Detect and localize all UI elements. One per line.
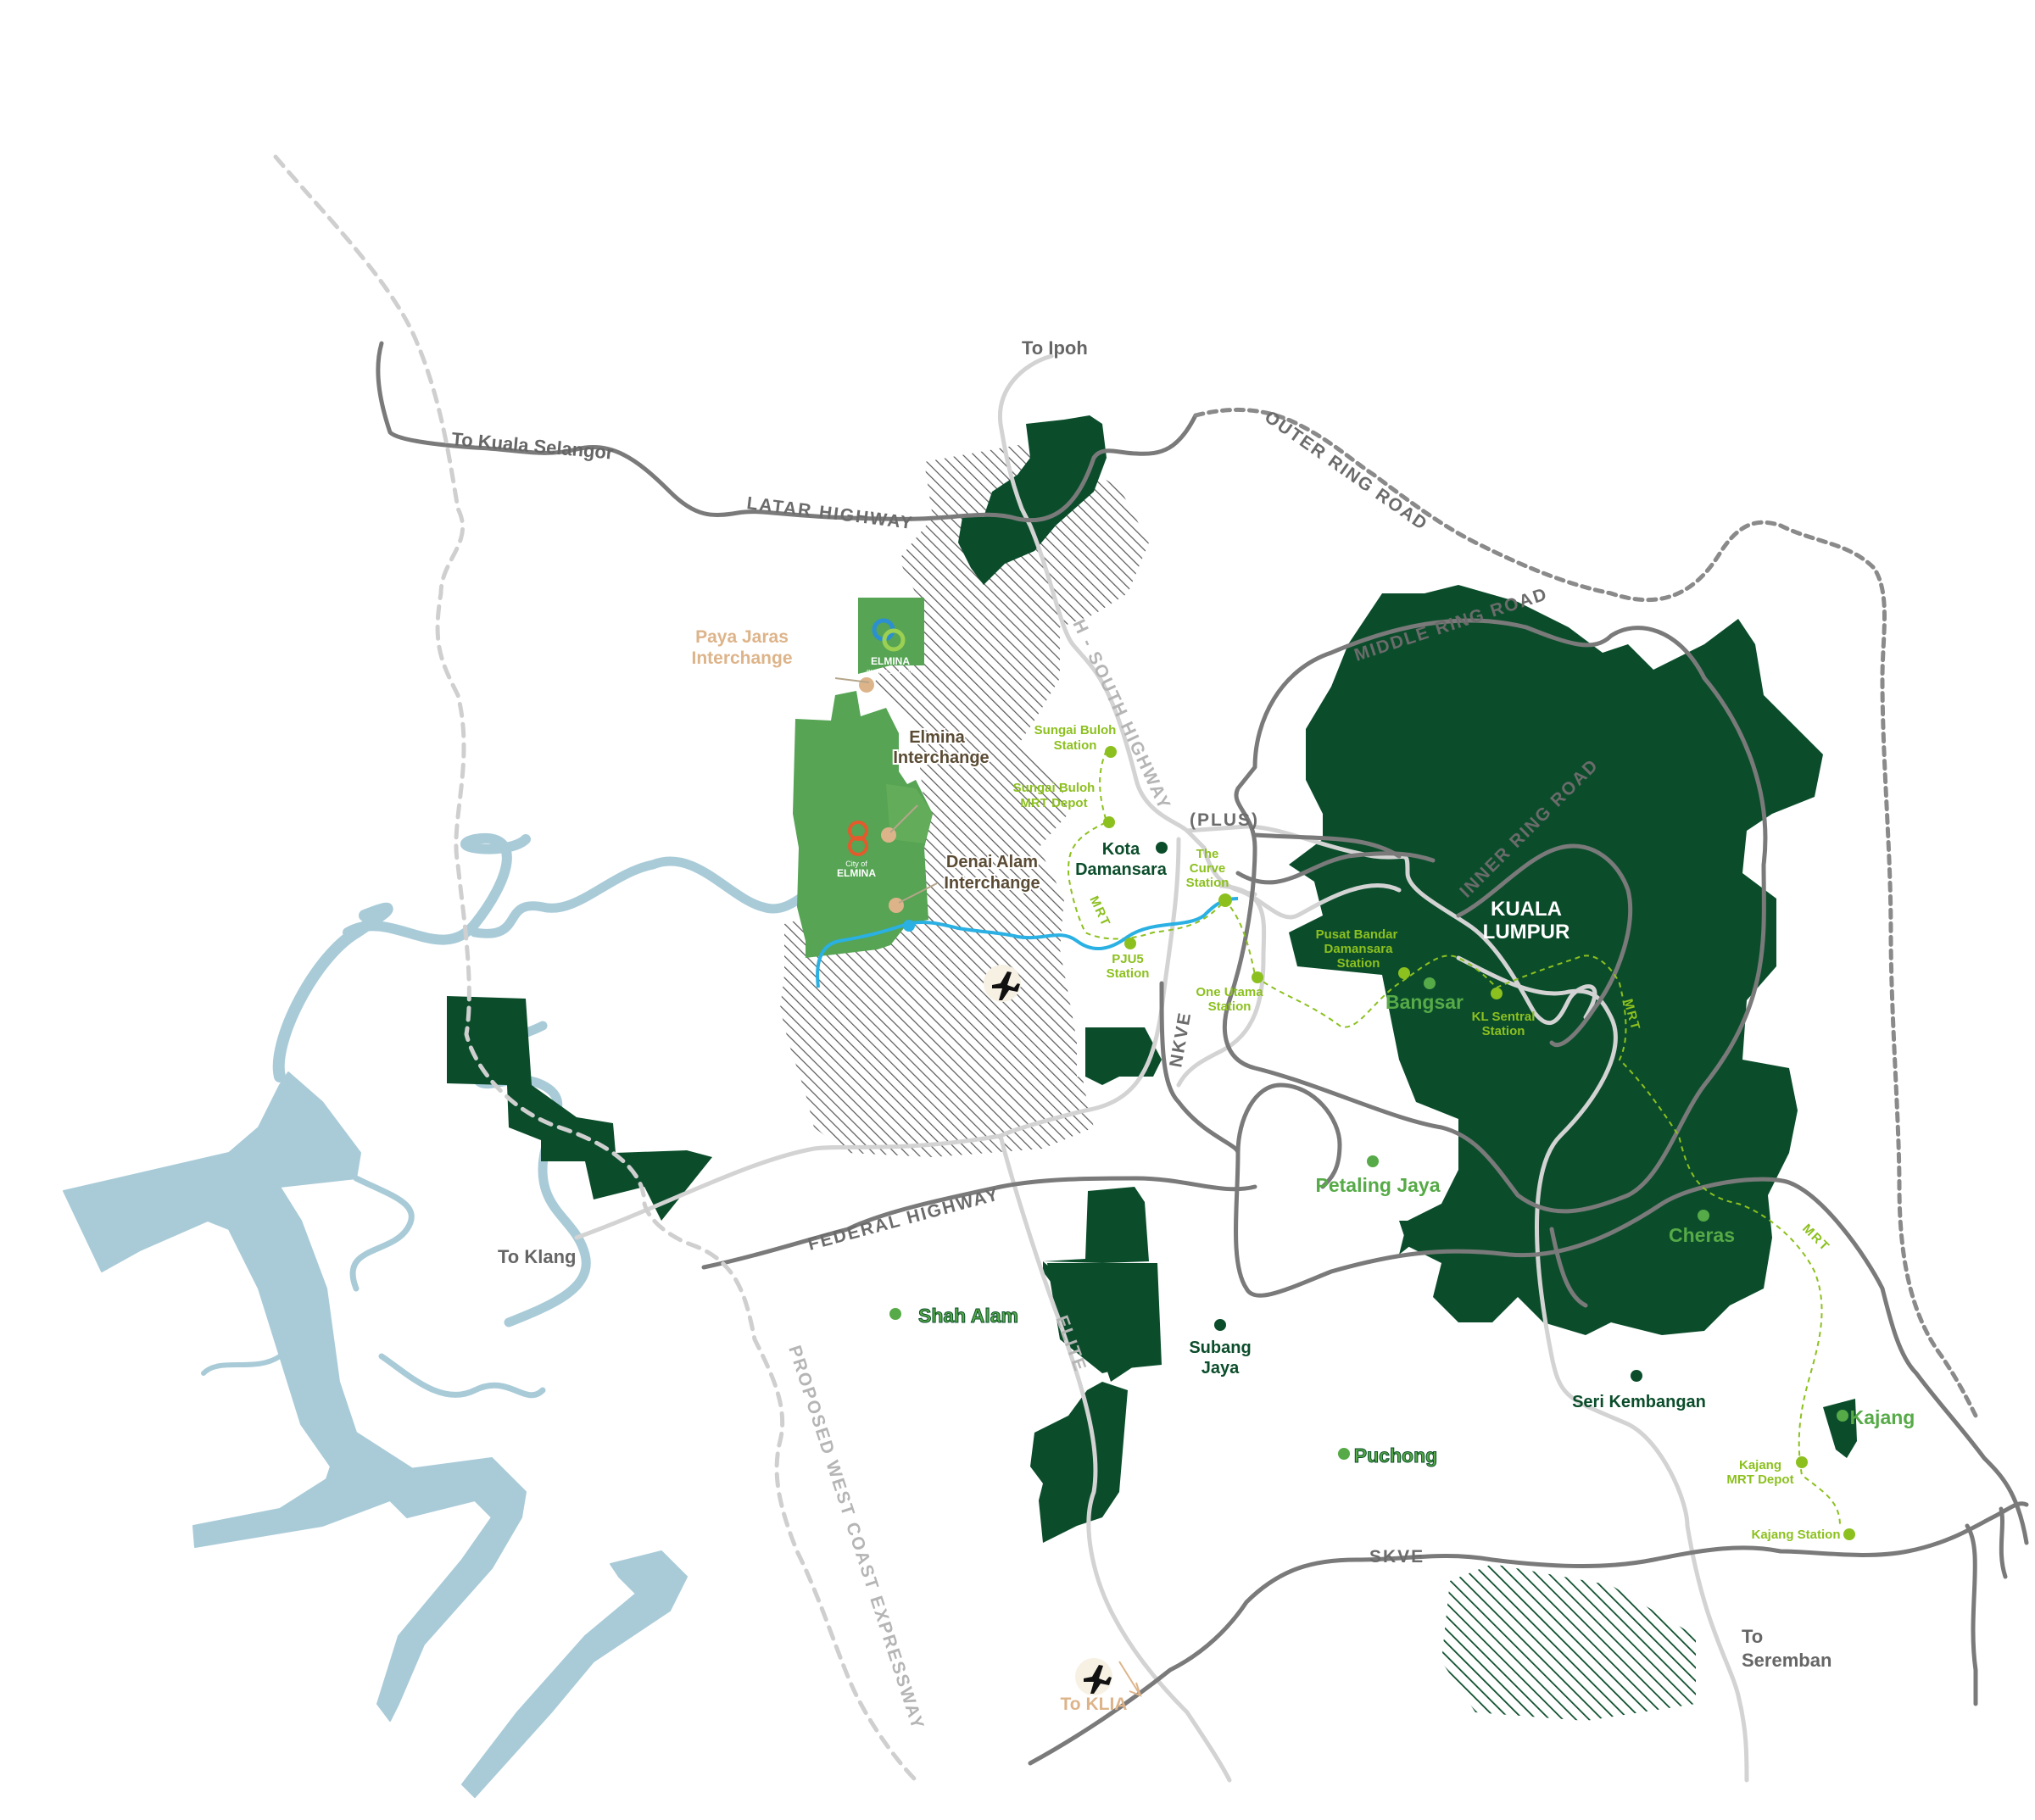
pju5-label-2: Station (1107, 966, 1150, 981)
blue-line (816, 897, 1239, 988)
puchong-label: Puchong (1354, 1444, 1437, 1467)
elmina-business-park-logo: ELMINA BUSINESS PARK (867, 618, 914, 676)
kl-sentral-label-2: Station (1482, 1024, 1525, 1038)
dashed-roads (273, 154, 1978, 1783)
kuala-lumpur-label-2: LUMPUR (1483, 921, 1570, 943)
federal-highway-label: FEDERAL HIGHWAY (806, 1184, 1001, 1255)
the-curve-label-3: Station (1186, 876, 1229, 890)
interchange-markers (859, 677, 915, 932)
subang-jaya-label-2: Jaya (1201, 1359, 1240, 1378)
kajang-station-label: Kajang Station (1751, 1528, 1840, 1542)
kota-damansara-label-1: Kota (1102, 840, 1140, 859)
seri-kembangan-label: Seri Kembangan (1572, 1393, 1706, 1411)
airplane-icon (984, 965, 1021, 1002)
skve-label: SKVE (1369, 1547, 1424, 1567)
river (63, 832, 832, 1798)
bangsar-label: Bangsar (1385, 991, 1464, 1013)
kl-sentral-label-1: KL Sentral (1472, 1010, 1536, 1024)
plus-label: (PLUS) (1190, 810, 1259, 830)
coe-sub: City of (845, 860, 867, 868)
subang-jaya-label-1: Subang (1189, 1339, 1251, 1357)
pusat-bandar-label-1: Pusat Bandar (1316, 927, 1398, 942)
interchange-labels: Paya Jaras Interchange Elmina Interchang… (691, 627, 1041, 894)
mrt-line (1067, 749, 1841, 1527)
nkve-label: NKVE (1166, 1010, 1195, 1069)
place-labels: Kota Damansara KUALA LUMPUR Bangsar Peta… (917, 840, 1915, 1467)
interchange-leader (834, 677, 938, 904)
pusat-bandar-label-3: Station (1337, 956, 1380, 971)
sungai-buloh-label-1: Sungai Buloh (1034, 723, 1117, 737)
petaling-jaya-label: Petaling Jaya (1315, 1174, 1440, 1196)
the-curve-label-2: Curve (1190, 861, 1226, 876)
proposed-wce-label: PROPOSED WEST COAST EXPRESSWAY (784, 1343, 928, 1733)
denai-alam-label-2: Interchange (944, 874, 1040, 893)
kajang-label: Kajang (1850, 1406, 1915, 1428)
denai-alam-label-1: Denai Alam (946, 853, 1038, 871)
coe-name: ELMINA (837, 867, 876, 879)
the-curve-label-1: The (1196, 847, 1219, 861)
pju5-label-1: PJU5 (1112, 952, 1144, 966)
to-seremban-label-1: To (1742, 1626, 1763, 1647)
outer-ring-road-label: OUTER RING ROAD (1261, 407, 1431, 534)
elmina-zones (793, 598, 933, 958)
cheras-label: Cheras (1669, 1224, 1735, 1246)
ebp-sub: BUSINESS PARK (867, 670, 914, 676)
kuala-lumpur-label-1: KUALA (1491, 898, 1562, 921)
to-klang-label: To Klang (498, 1246, 576, 1267)
airplane-icon (1075, 1658, 1112, 1695)
ebp-name: ELMINA (871, 655, 910, 667)
shah-alam-label: Shah Alam (918, 1305, 1018, 1327)
paya-jaras-label-1: Paya Jaras (695, 627, 789, 647)
elmina-interchange-label-2: Interchange (893, 749, 989, 767)
one-utama-label-2: Station (1208, 999, 1252, 1014)
one-utama-label-1: One Utama (1196, 985, 1263, 999)
latar-highway-label: LATAR HIGHWAY (745, 493, 915, 533)
light-roads (574, 353, 1749, 1783)
sungai-buloh-depot-label-2: MRT Depot (1020, 796, 1087, 810)
place-dots (889, 842, 1848, 1460)
paya-jaras-label-2: Interchange (691, 648, 792, 668)
station-markers (1103, 746, 1855, 1540)
mrt-label-3: MRT (1799, 1222, 1832, 1255)
pusat-bandar-label-2: Damansara (1324, 942, 1394, 956)
to-ipoh-label: To Ipoh (1022, 337, 1088, 359)
sungai-buloh-depot-label-1: Sungai Buloh (1013, 781, 1096, 795)
kajang-depot-label-1: Kajang (1739, 1458, 1781, 1472)
kajang-depot-label-2: MRT Depot (1726, 1472, 1793, 1487)
dark-green-zones (447, 415, 1857, 1543)
to-kuala-selangor-label: To Kuala Selangor (451, 428, 615, 464)
mrt-label-1: MRT (1086, 894, 1113, 930)
klia-arrow (1118, 1661, 1142, 1697)
station-labels: Sungai Buloh Station Sungai Buloh MRT De… (1013, 723, 1841, 1542)
kota-damansara-label-2: Damansara (1075, 860, 1168, 879)
city-of-elmina-logo: City of ELMINA (837, 821, 876, 879)
elmina-interchange-label-1: Elmina (909, 728, 965, 747)
hatched-zones (780, 445, 1696, 1721)
dark-roads (376, 341, 2029, 1766)
to-seremban-label-2: Seremban (1742, 1650, 1832, 1671)
to-klia-label: To KLIA (1061, 1695, 1128, 1714)
sungai-buloh-label-2: Station (1054, 738, 1097, 753)
